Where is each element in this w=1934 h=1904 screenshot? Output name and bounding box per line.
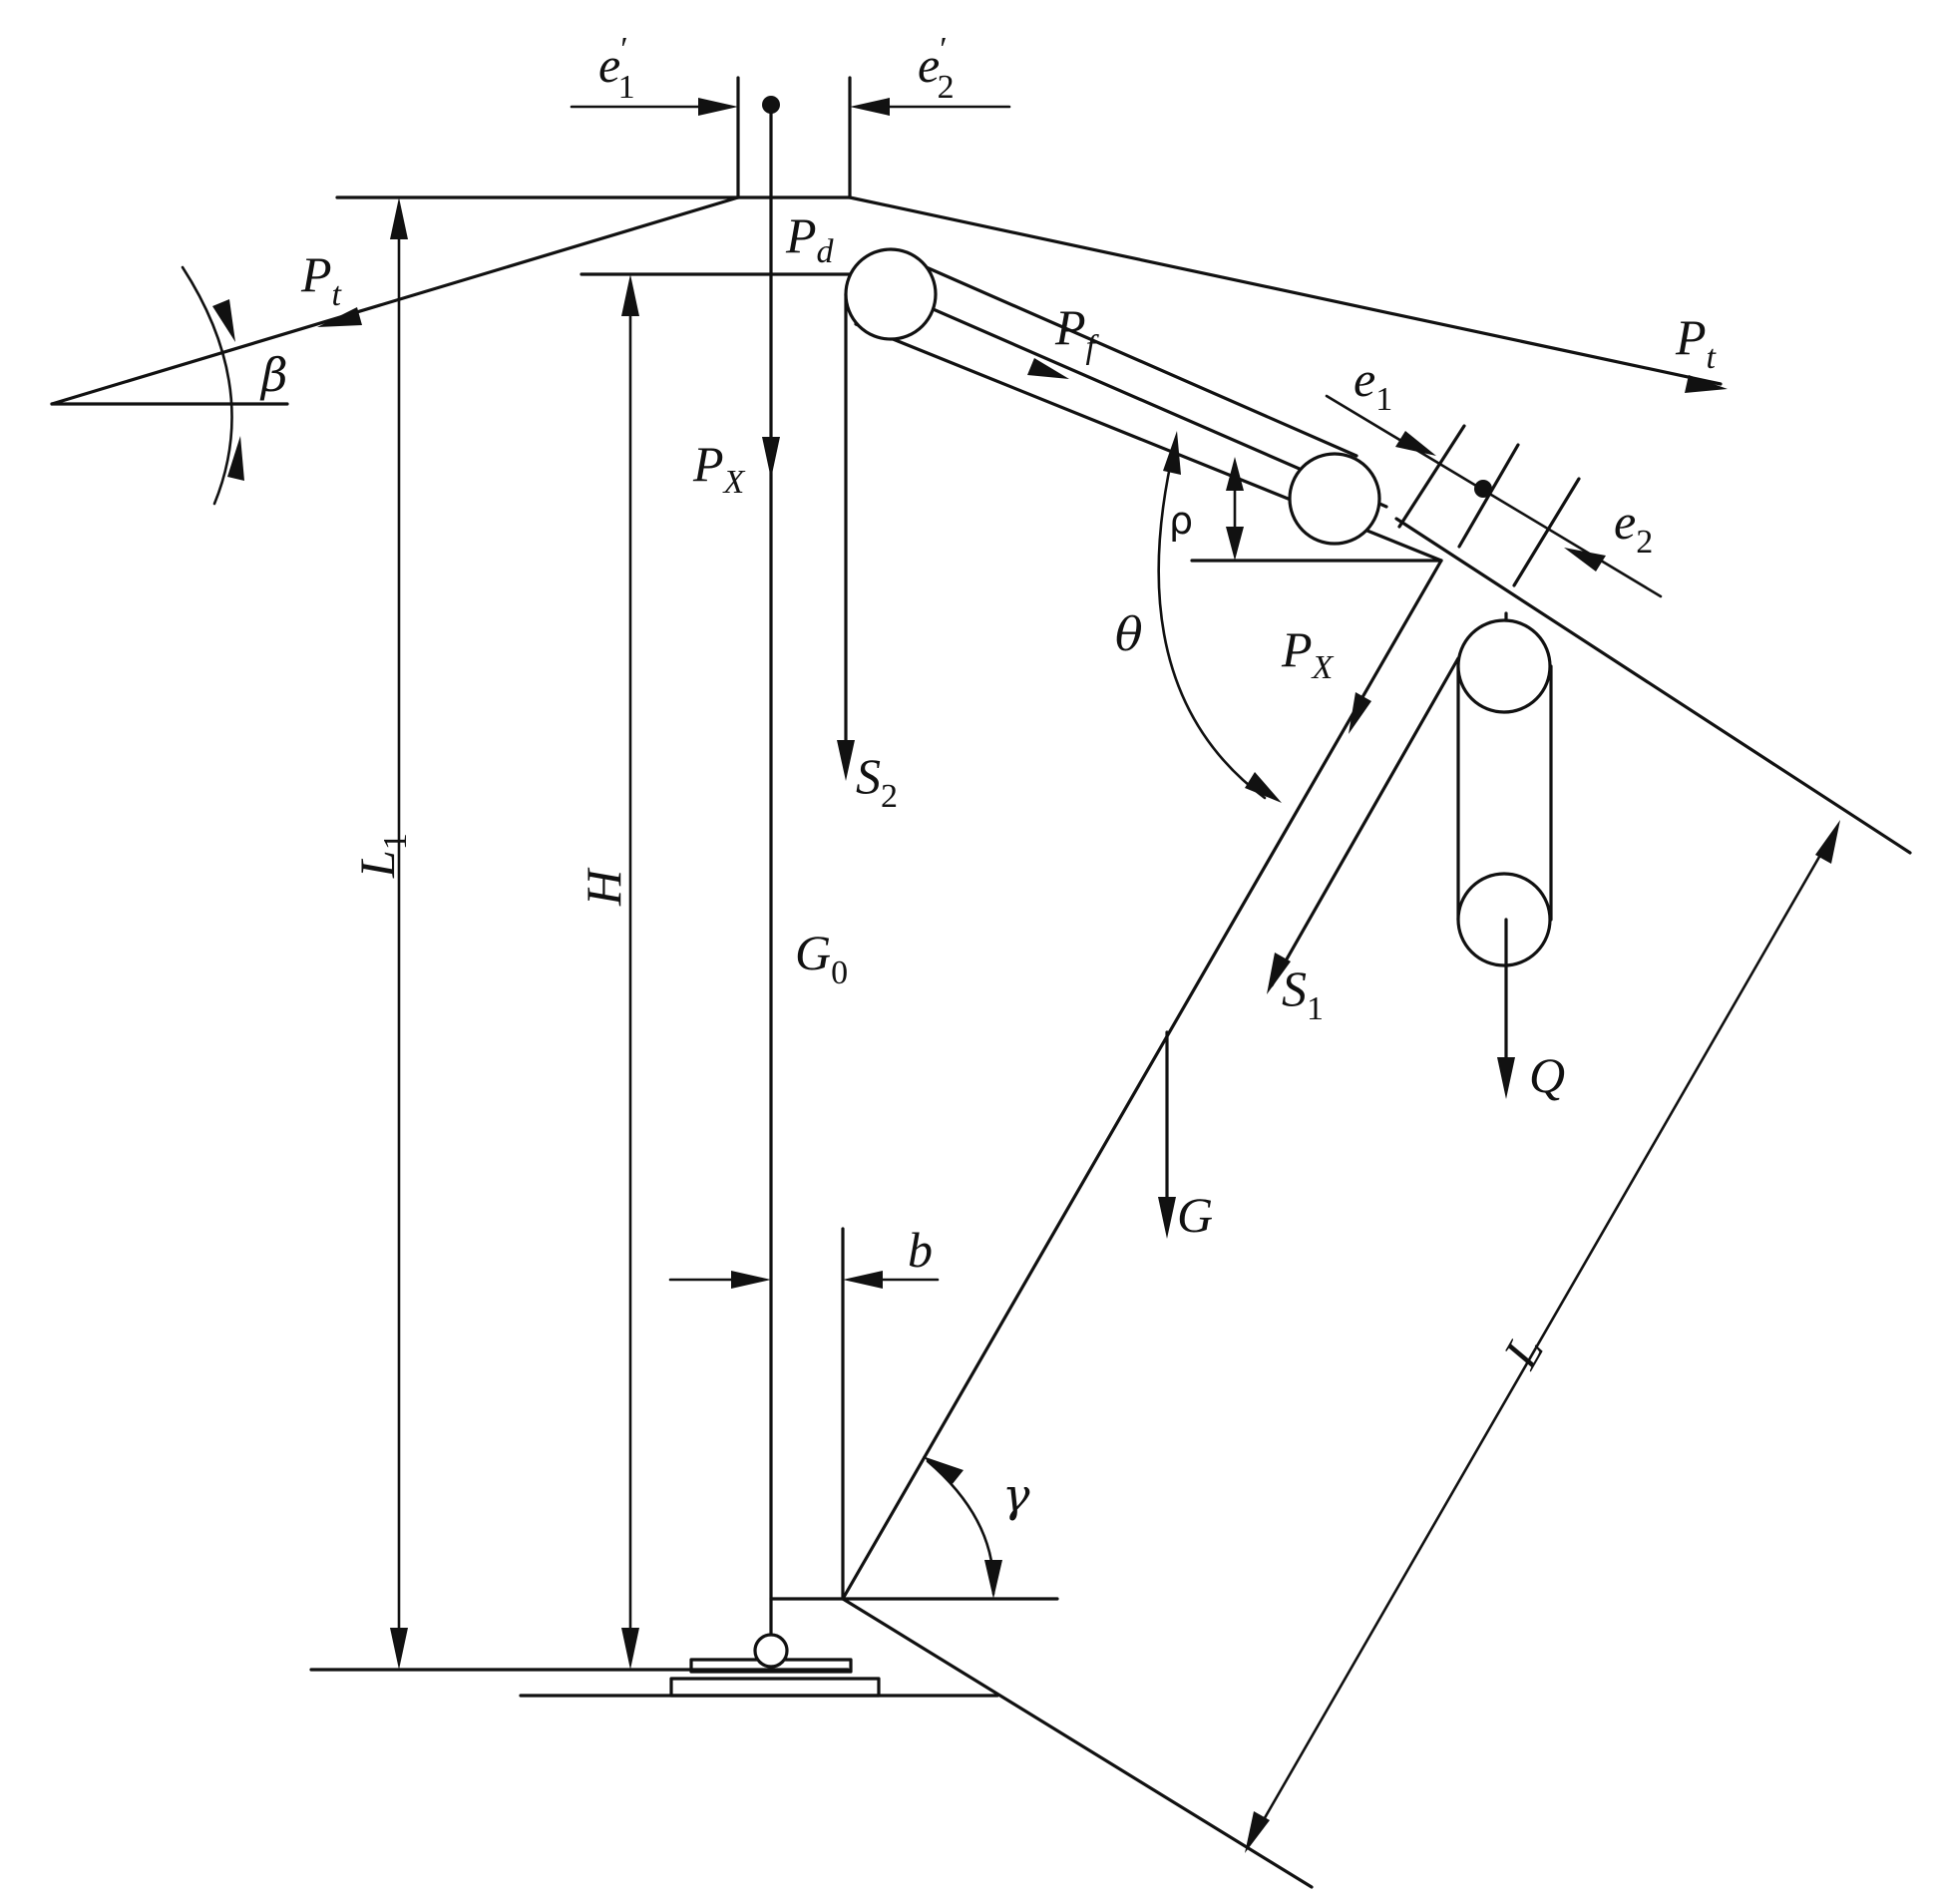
- label-pd: Pd: [785, 207, 835, 270]
- angle-arcs: [181, 265, 1282, 1599]
- left-guy-line: [50, 195, 740, 406]
- force-arrows: [317, 307, 1728, 1239]
- l-dim-line: [1253, 836, 1832, 1837]
- s1-rope: [1270, 656, 1460, 987]
- e2-arrowhead: [1564, 548, 1606, 571]
- boom-head-tick-1: [1397, 424, 1466, 529]
- label-rho: ρ: [1169, 499, 1193, 543]
- label-beta: β: [259, 348, 288, 402]
- mast-base-hinge: [753, 1633, 789, 1669]
- label-e1: e1: [1354, 351, 1392, 418]
- label-g: G: [1177, 1187, 1213, 1243]
- label-px-boom: PX: [1281, 621, 1335, 686]
- label-pt-left: Pt: [300, 246, 343, 313]
- label-h: H: [576, 867, 631, 907]
- dimension-arrows: [390, 98, 1840, 1853]
- px-boom-arrowhead: [1349, 692, 1371, 734]
- h-bottom-arrowhead: [621, 1628, 639, 1670]
- l-bottom-arrowhead: [1245, 1811, 1270, 1853]
- boom-main-line: [841, 559, 1443, 1601]
- boom-lower-line: [841, 1597, 1314, 1889]
- hook-pulley-upper: [1456, 618, 1552, 714]
- theta-arc: [1157, 442, 1267, 800]
- beta-arc: [181, 265, 233, 506]
- label-s2: S2: [856, 748, 898, 815]
- label-g0: G0: [795, 925, 848, 991]
- label-theta: θ: [1115, 607, 1143, 661]
- pf-arrowhead: [1027, 358, 1069, 379]
- gamma-arrowhead-top: [923, 1456, 964, 1485]
- pt-right-arrowhead: [1685, 375, 1728, 393]
- base-plate-lower: [669, 1677, 881, 1698]
- gamma-arc: [926, 1459, 995, 1596]
- label-gamma: γ: [1002, 1468, 1030, 1522]
- s2-arrowhead: [837, 740, 855, 781]
- label-e1-prime: e′1: [598, 31, 635, 106]
- label-q: Q: [1529, 1047, 1565, 1103]
- boom-head-pulley: [1288, 452, 1381, 546]
- rho-arrowhead-bottom: [1226, 527, 1244, 561]
- label-b: b: [908, 1222, 933, 1278]
- mast-top-pin: [762, 96, 780, 114]
- hook-pulley-lower: [1456, 872, 1552, 967]
- e-dimension-line: [1325, 394, 1663, 598]
- boom-head-pin: [1474, 480, 1492, 498]
- px-mast-arrowhead: [762, 437, 780, 479]
- l-top-arrowhead: [1815, 820, 1840, 864]
- b-right-arrowhead: [843, 1271, 883, 1289]
- pulleys: [753, 96, 1552, 1669]
- label-s1: S1: [1282, 960, 1324, 1027]
- right-guy-line: [848, 195, 1723, 386]
- g-arrowhead: [1158, 1197, 1176, 1239]
- beta-arrowhead-bottom: [227, 436, 244, 481]
- b-left-arrowhead: [731, 1271, 771, 1289]
- label-e2-prime: e′2: [918, 31, 955, 106]
- luffing-rope-upper: [911, 259, 1358, 458]
- theta-arrowhead-top: [1163, 431, 1181, 475]
- e2p-arrowhead: [850, 98, 890, 116]
- boom-tip-line: [1394, 517, 1912, 855]
- top-pulley: [844, 247, 938, 341]
- l1-bottom-arrowhead: [390, 1628, 408, 1670]
- e1-arrowhead: [1395, 431, 1436, 456]
- beta-arrowhead-top: [212, 299, 235, 342]
- boom-head-tick-3: [1512, 477, 1581, 587]
- h-top-arrowhead: [621, 274, 639, 316]
- q-arrowhead: [1497, 1057, 1515, 1099]
- label-h-group: H: [576, 867, 631, 907]
- e1p-arrowhead: [698, 98, 738, 116]
- label-l1-group: L1: [349, 833, 414, 879]
- l1-top-arrowhead: [390, 197, 408, 239]
- label-l1: L1: [349, 833, 414, 879]
- rho-arrowhead-top: [1226, 457, 1244, 491]
- structure: [50, 76, 1912, 1889]
- labels: e′1 e′2 Pt Pt Pd Pf PX PX e1 e2 β ρ θ: [259, 31, 1718, 1522]
- luffing-rope-lower: [851, 272, 1388, 509]
- s1-arrowhead: [1267, 952, 1291, 994]
- label-e2: e2: [1614, 494, 1653, 561]
- pt-left-arrowhead: [317, 307, 362, 327]
- label-pf: Pf: [1054, 299, 1100, 366]
- gamma-arrowhead-bottom: [984, 1560, 1002, 1599]
- label-pt-right: Pt: [1675, 309, 1718, 376]
- label-px-mast: PX: [692, 436, 746, 501]
- theta-arrowhead-bottom: [1245, 772, 1282, 803]
